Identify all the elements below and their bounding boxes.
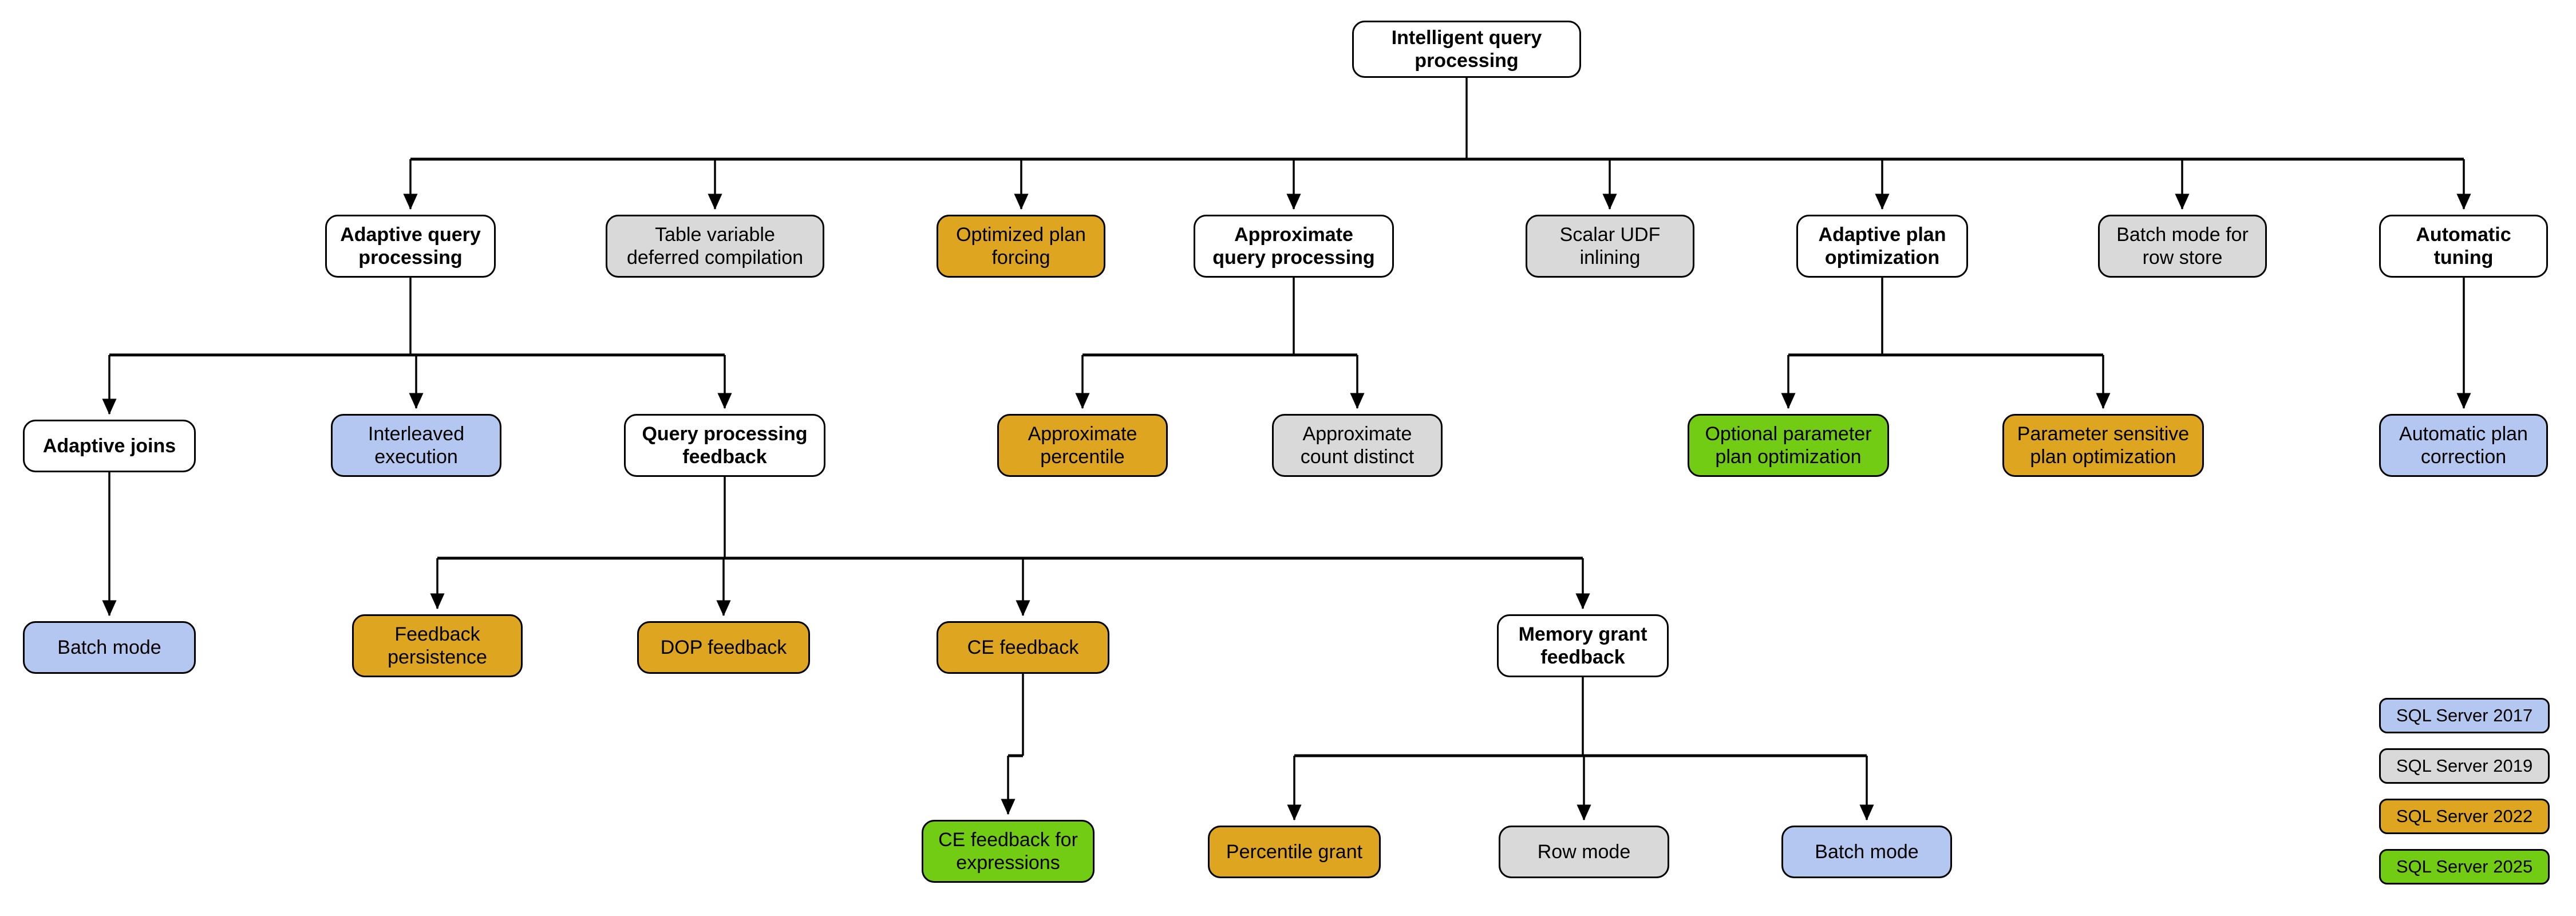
node-aqp[interactable]: Adaptive query processing <box>325 215 496 278</box>
legend-item-sql-server-2019: SQL Server 2019 <box>2379 748 2550 784</box>
node-label: Adaptive query processing <box>340 223 481 269</box>
node-tvdc[interactable]: Table variable deferred compilation <box>606 215 824 278</box>
node-mgf[interactable]: Memory grant feedback <box>1497 614 1669 677</box>
node-cefb[interactable]: CE feedback <box>937 621 1109 674</box>
node-label: Optimized plan forcing <box>956 223 1086 269</box>
node-label: Automatic plan correction <box>2399 423 2528 468</box>
node-qpf[interactable]: Query processing feedback <box>624 414 825 477</box>
node-label: Interleaved execution <box>368 423 465 468</box>
node-ilexec[interactable]: Interleaved execution <box>331 414 501 477</box>
node-label: Parameter sensitive plan optimization <box>2017 423 2190 468</box>
node-ajoins[interactable]: Adaptive joins <box>23 420 196 472</box>
node-label: Optional parameter plan optimization <box>1705 423 1872 468</box>
legend-item-label: SQL Server 2025 <box>2396 856 2533 876</box>
node-dopfb[interactable]: DOP feedback <box>637 621 810 674</box>
node-label: Scalar UDF inlining <box>1559 223 1661 269</box>
node-label: Automatic tuning <box>2416 223 2511 269</box>
node-udf[interactable]: Scalar UDF inlining <box>1526 215 1694 278</box>
node-label: Batch mode <box>57 636 161 658</box>
node-label: Adaptive plan optimization <box>1818 223 1946 269</box>
node-label: Percentile grant <box>1226 840 1363 863</box>
legend-item-sql-server-2025: SQL Server 2025 <box>2379 849 2550 885</box>
node-opf[interactable]: Optimized plan forcing <box>937 215 1105 278</box>
node-pctgrant[interactable]: Percentile grant <box>1208 826 1381 878</box>
node-label: Batch mode for row store <box>2116 223 2249 269</box>
node-root[interactable]: Intelligent query processing <box>1352 21 1581 78</box>
node-label: Approximate query processing <box>1212 223 1375 269</box>
legend-item-label: SQL Server 2019 <box>2396 756 2533 776</box>
legend-item-sql-server-2022: SQL Server 2022 <box>2379 799 2550 834</box>
node-fbpersist[interactable]: Feedback persistence <box>352 614 523 677</box>
legend-item-sql-server-2017: SQL Server 2017 <box>2379 698 2550 733</box>
node-label: Row mode <box>1537 840 1631 863</box>
node-label: DOP feedback <box>660 636 787 658</box>
node-label: Table variable deferred compilation <box>626 223 804 269</box>
legend-item-label: SQL Server 2022 <box>2396 806 2533 826</box>
node-label: Approximate count distinct <box>1300 423 1415 468</box>
node-label: Approximate percentile <box>1028 423 1137 468</box>
node-oppo[interactable]: Optional parameter plan optimization <box>1688 414 1889 477</box>
node-pspo[interactable]: Parameter sensitive plan optimization <box>2002 414 2204 477</box>
node-label: Query processing feedback <box>642 423 808 468</box>
node-bmode2[interactable]: Batch mode <box>1781 826 1952 878</box>
node-apo[interactable]: Adaptive plan optimization <box>1796 215 1968 278</box>
legend-item-label: SQL Server 2017 <box>2396 705 2533 725</box>
node-label: Memory grant feedback <box>1518 623 1647 668</box>
node-autotune[interactable]: Automatic tuning <box>2379 215 2548 278</box>
node-acd[interactable]: Approximate count distinct <box>1272 414 1443 477</box>
node-bmrs[interactable]: Batch mode for row store <box>2098 215 2267 278</box>
node-label: Intelligent query processing <box>1391 26 1542 72</box>
node-label: Feedback persistence <box>388 623 487 668</box>
node-bmode1[interactable]: Batch mode <box>23 621 196 674</box>
node-approx[interactable]: Approximate query processing <box>1194 215 1394 278</box>
node-cefbexpr[interactable]: CE feedback for expressions <box>922 820 1095 883</box>
node-label: Batch mode <box>1815 840 1919 863</box>
node-label: Adaptive joins <box>42 435 176 457</box>
node-apct[interactable]: Approximate percentile <box>997 414 1168 477</box>
node-label: CE feedback for expressions <box>938 828 1078 874</box>
node-apc[interactable]: Automatic plan correction <box>2379 414 2548 477</box>
node-rowmode[interactable]: Row mode <box>1499 826 1669 878</box>
node-label: CE feedback <box>967 636 1079 658</box>
